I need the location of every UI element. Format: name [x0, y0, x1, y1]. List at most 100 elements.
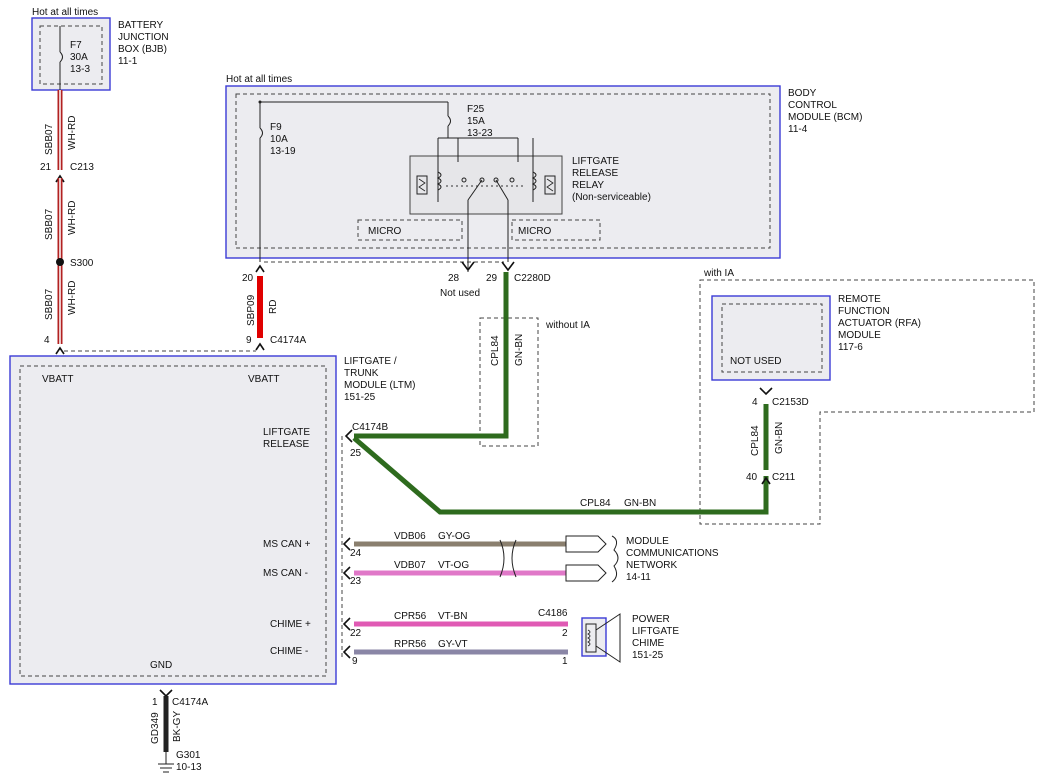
connector-c213-label: C213	[70, 162, 94, 173]
connector-c211-symbol	[761, 476, 771, 485]
rfa-not-used-label: NOT USED	[730, 356, 782, 367]
mcn-label-line1: MODULE	[626, 536, 669, 547]
bjb-label-line4: 11-1	[118, 56, 138, 67]
rfa-label-line4: MODULE	[838, 330, 881, 341]
cpl84-circuit-3: CPL84	[580, 498, 611, 509]
hot-at-all-times-label-2: Hot at all times	[226, 74, 292, 85]
pin-29-label: 29	[486, 273, 498, 284]
without-ia-label: without IA	[545, 320, 590, 331]
fuse-f25-icon	[447, 115, 451, 127]
vdb06-circuit: VDB06	[394, 531, 426, 542]
connector-c4174a-pin4-symbol	[55, 346, 65, 355]
plc-label-line3: CHIME	[632, 638, 665, 649]
rfa-module: NOT USED REMOTE FUNCTION ACTUATOR (RFA) …	[711, 294, 921, 381]
ms-can-wires: 24 23 VDB06 GY-OG VDB07 VT-OG MODULE COM…	[342, 531, 719, 587]
mcn-label-line4: 14-11	[626, 572, 651, 583]
rpr56-color: GY-VT	[438, 639, 468, 650]
not-used-label: Not used	[440, 288, 480, 299]
fuse-f7-ref: 13-3	[70, 64, 90, 75]
gd349-circuit: GD349	[150, 712, 161, 744]
pin-23-label: 23	[350, 576, 362, 587]
pin-21-label: 21	[40, 162, 52, 173]
with-ia-label: with IA	[703, 268, 734, 279]
connector-c213-symbol	[55, 174, 65, 183]
cpl84-circuit-1: CPL84	[490, 335, 501, 366]
wire-cpl84: C4174B 25 4 C2153D 40 C211 CPL84 GN-BN C…	[344, 272, 809, 515]
cpl84-color-2: GN-BN	[774, 422, 785, 454]
pin-1b-label: 1	[152, 697, 158, 708]
pin-22-label: 22	[350, 628, 362, 639]
ltm-label-line2: TRUNK	[344, 368, 379, 379]
gd349-color: BK-GY	[172, 711, 183, 742]
mcn-label-line3: NETWORK	[626, 560, 677, 571]
splice-s300-dot	[56, 258, 64, 266]
connector-c2280d-label: C2280D	[514, 273, 551, 284]
plc-label-line2: LIFTGATE	[632, 626, 679, 637]
vdb07-circuit: VDB07	[394, 560, 426, 571]
vdb06-color: GY-OG	[438, 531, 471, 542]
cpr56-color: VT-BN	[438, 611, 467, 622]
pin-9b-label: 9	[352, 656, 358, 667]
rfa-label-line2: FUNCTION	[838, 306, 890, 317]
connector-c4174b-symbol	[344, 429, 353, 443]
plc-label-line1: POWER	[632, 614, 670, 625]
plc-label-line4: 151-25	[632, 650, 664, 661]
vdb07-color: VT-OG	[438, 560, 469, 571]
bjb-label-line3: BOX (BJB)	[118, 44, 167, 55]
fuse-f7-id: F7	[70, 40, 82, 51]
pin-40-label: 40	[746, 472, 758, 483]
connector-c4174b-label: C4174B	[352, 422, 388, 433]
mcn-label-line2: COMMUNICATIONS	[626, 548, 719, 559]
speaker-icon	[585, 613, 621, 663]
pin-29-arrow	[501, 261, 515, 272]
fuse-f25-rating: 15A	[467, 116, 485, 127]
fuse-f7-icon	[59, 51, 63, 63]
sbb07-circuit-1: SBB07	[44, 123, 55, 155]
sbb07-color-1: WH-RD	[67, 116, 78, 150]
fuse-f25-ref: 13-23	[467, 128, 493, 139]
sbb07-circuit-3: SBB07	[44, 288, 55, 320]
ltm-label-line1: LIFTGATE /	[344, 356, 397, 367]
ground-circuit: 1 C4174A GD349 BK-GY G301 10-13	[150, 689, 208, 773]
micro-label-left: MICRO	[368, 226, 402, 237]
sbp09-circuit: SBP09	[246, 294, 257, 326]
connector-c4174a-bot-label: C4174A	[172, 697, 208, 708]
rfa-label-line3: ACTUATOR (RFA)	[838, 318, 921, 329]
connector-c2153d-symbol	[759, 387, 773, 396]
pin-25-label: 25	[350, 448, 362, 459]
pin-1a-label: 1	[562, 656, 568, 667]
mcn-connector-minus-icon	[565, 564, 607, 582]
connector-c211-label: C211	[772, 472, 796, 483]
relay-label-line2: RELEASE	[572, 168, 618, 179]
connector-c4174a-pin20-symbol	[255, 264, 265, 273]
ltm-vbatt-left: VBATT	[42, 374, 73, 385]
mcn-connector-plus-icon	[565, 535, 607, 553]
fuse-f9-ref: 13-19	[270, 146, 296, 157]
relay-label-line1: LIFTGATE	[572, 156, 619, 167]
rfa-label-line5: 117-6	[838, 342, 863, 353]
liftgate-release-relay: LIFTGATE RELEASE RELAY (Non-serviceable)	[409, 138, 651, 262]
pin-20-label: 20	[242, 273, 254, 284]
chime-wires: 22 9 CPR56 VT-BN RPR56 GY-VT C4186 2 1 P…	[342, 608, 679, 667]
hot-at-all-times-label-1: Hot at all times	[32, 7, 98, 18]
sbb07-color-3: WH-RD	[67, 281, 78, 315]
relay-label-line4: (Non-serviceable)	[572, 192, 651, 203]
bcm-label-line3: MODULE (BCM)	[788, 112, 862, 123]
rpr56-circuit: RPR56	[394, 639, 427, 650]
sbb07-color-2: WH-RD	[67, 201, 78, 235]
bcm-pin-28-29: 28 Not used 29 C2280D	[440, 261, 551, 299]
liftgate-trunk-module: LIFTGATE / TRUNK MODULE (LTM) 151-25 VBA…	[9, 355, 415, 685]
pin-2-label: 2	[562, 628, 568, 639]
bcm-label-line1: BODY	[788, 88, 817, 99]
body-control-module: Hot at all times BODY CONTROL MODULE (BC…	[225, 74, 862, 262]
micro-box-right	[511, 219, 601, 241]
bcm-label-line4: 11-4	[788, 124, 808, 135]
ltm-vbatt-right: VBATT	[248, 374, 279, 385]
with-ia-boundary	[699, 279, 1035, 525]
ltm-liftgate-release-2: RELEASE	[263, 439, 309, 450]
pin-4b-label: 4	[752, 397, 758, 408]
fuse-f9-id: F9	[270, 122, 282, 133]
splice-s300-label: S300	[70, 258, 94, 269]
relay-coil-left-icon	[416, 175, 428, 195]
fuse-f9-icon	[259, 127, 263, 139]
